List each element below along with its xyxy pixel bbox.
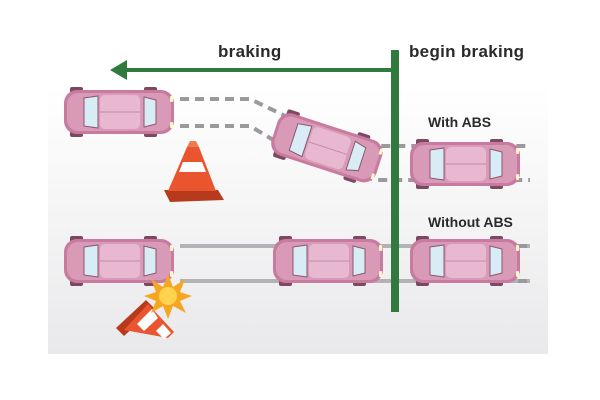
begin-braking-label: begin braking [409,42,525,61]
no-abs-dash-tips [518,244,532,283]
with-abs-label: With ABS [428,114,492,130]
car-icon [409,235,521,287]
car-icon [63,86,175,138]
car-icon [409,138,521,190]
traffic-cone-icon [164,141,224,202]
without-abs-label: Without ABS [428,214,513,230]
arrow-left-icon [110,60,127,80]
car-icon [272,235,384,287]
traffic-cone-icon [116,300,174,339]
impact-burst-icon [144,274,192,319]
car-icon [63,235,175,287]
braking-label: braking [218,42,282,61]
